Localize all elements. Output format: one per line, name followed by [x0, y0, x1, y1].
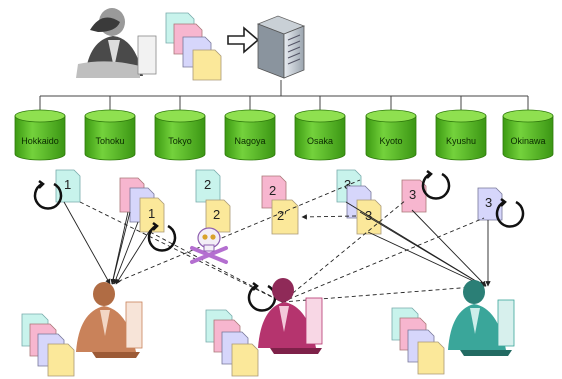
sync-icon-tohoku — [147, 222, 177, 252]
database-okinawa: Okinawa — [502, 109, 554, 161]
doc-kyoto-3: 3 — [401, 179, 427, 213]
doc-nagoya-2prime: 2′ — [271, 199, 299, 235]
database-nagoya: Nagoya — [224, 109, 276, 161]
admin-user-icon — [76, 8, 157, 78]
doc-tohoku-1b: 1 — [139, 197, 165, 233]
replica-documents: 1 1 1 2 2 2 2′ — [55, 169, 503, 235]
database-tokyo: Tokyo — [154, 109, 206, 161]
sync-connections — [63, 179, 491, 303]
skull-crossbones-icon — [190, 227, 228, 264]
database-osaka: Osaka — [294, 109, 346, 161]
server-icon — [256, 15, 306, 79]
database-label: Tohoku — [95, 136, 124, 146]
database-label: Kyoto — [379, 136, 402, 146]
database-kyoto: Kyoto — [365, 109, 417, 161]
database-label: Okinawa — [510, 136, 545, 146]
user-icon-center — [205, 278, 323, 377]
doc-kyoto-3-label: 3 — [409, 187, 416, 202]
user-icon-left — [21, 282, 143, 377]
database-label: Nagoya — [234, 136, 265, 146]
doc-tokyo-2b: 2 — [205, 199, 231, 233]
database-label: Hokkaido — [21, 136, 59, 146]
database-hokkaido: Hokkaido — [14, 109, 66, 161]
doc-hokkaido-1-label: 1 — [64, 177, 71, 192]
doc-okinawa-3-label: 3 — [485, 195, 492, 210]
sync-icon-kyoto — [421, 170, 451, 200]
sync-icon-okinawa — [495, 198, 525, 228]
doc-tokyo-2a: 2 — [195, 169, 221, 203]
doc-okinawa-3: 3 — [477, 187, 503, 221]
database-label: Osaka — [307, 136, 333, 146]
doc-tohoku-1b-label: 1 — [148, 206, 155, 221]
database-kyushu: Kyushu — [435, 109, 487, 161]
database-label: Kyushu — [446, 136, 476, 146]
database-row: Hokkaido Tohoku Tokyo Nagoya Osaka Kyoto Kyush… — [14, 109, 554, 161]
doc-nagoya-2prime-label: 2′ — [277, 208, 287, 223]
arrow-right-icon — [227, 26, 260, 54]
doc-tokyo-2b-label: 2 — [213, 207, 220, 222]
sync-icon — [33, 180, 63, 210]
doc-tokyo-2a-label: 2 — [204, 177, 211, 192]
doc-osaka-3a-label: 3 — [344, 177, 351, 192]
database-label: Tokyo — [168, 136, 192, 146]
database-tohoku: Tohoku — [84, 109, 136, 161]
admin-document-stack — [165, 12, 222, 81]
user-icon-right — [391, 280, 515, 375]
doc-nagoya-2-label: 2 — [269, 183, 276, 198]
doc-hokkaido-1: 1 — [55, 169, 81, 203]
